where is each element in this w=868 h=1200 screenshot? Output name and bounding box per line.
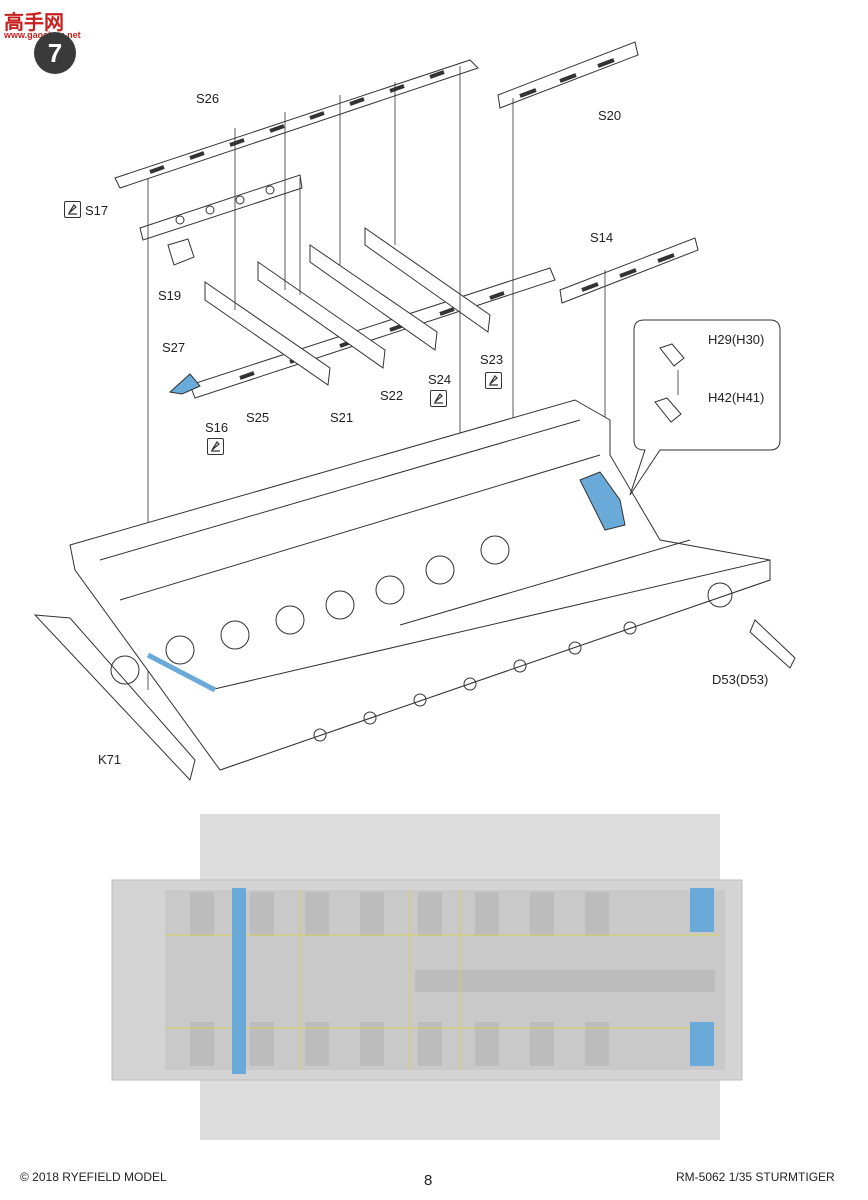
label-s26: S26 [196, 91, 220, 106]
label-s21: S21 [330, 410, 354, 425]
copyright: © 2018 RYEFIELD MODEL [20, 1170, 167, 1184]
part-s20-strip [497, 41, 639, 109]
part-d53 [749, 619, 796, 669]
label-s24: S24 [428, 372, 452, 387]
label-s20: S20 [598, 108, 622, 123]
label-h29: H29(H30) [708, 332, 765, 347]
h30-render [690, 1022, 714, 1066]
k71-render [232, 888, 246, 1074]
label-s25: S25 [246, 410, 270, 425]
label-s14: S14 [590, 230, 614, 245]
detail-callout-bubble [629, 319, 781, 496]
side-holes [313, 621, 637, 742]
part-s17-strip [139, 174, 303, 241]
part-s23 [364, 227, 491, 333]
part-s27 [168, 373, 201, 395]
part-k71 [146, 652, 217, 693]
label-s16: S16 [205, 420, 229, 435]
hull-lower [33, 399, 771, 782]
label-s27: S27 [162, 340, 186, 355]
label-s22: S22 [380, 388, 404, 403]
rendered-top-view [111, 814, 743, 1140]
label-h42: H42(H41) [708, 390, 765, 405]
label-s19: S19 [158, 288, 182, 303]
cement-icon [207, 438, 224, 455]
part-s24 [309, 244, 438, 351]
part-s21 [204, 281, 331, 386]
suspension-arms [110, 535, 510, 685]
label-k71: K71 [98, 752, 122, 767]
label-s17: S17 [85, 203, 109, 218]
watermark-logo: 高手网 [4, 12, 64, 34]
part-s26-strip [114, 59, 479, 189]
part-s19 [167, 238, 195, 266]
page-number: 8 [424, 1172, 433, 1189]
label-d53: D53(D53) [712, 672, 769, 687]
product-code: RM-5062 1/35 STURMTIGER [676, 1170, 835, 1184]
cement-icon [64, 201, 81, 218]
h29-render [690, 888, 714, 932]
part-s22 [257, 261, 386, 369]
cement-icon [485, 372, 502, 389]
label-s23: S23 [480, 352, 504, 367]
cement-icon [430, 390, 447, 407]
step-number-badge: 7 [34, 32, 76, 74]
part-h29-assembled [579, 471, 626, 531]
exploded-assembly-drawing [33, 41, 796, 782]
idler-mount [707, 582, 733, 608]
